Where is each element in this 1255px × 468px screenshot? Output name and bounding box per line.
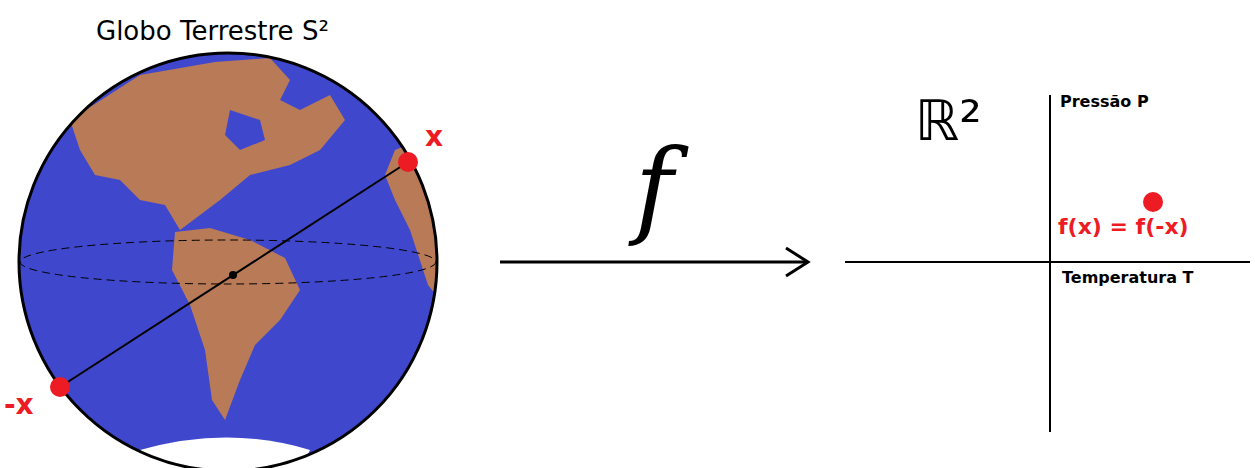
arrow-line [500,261,808,264]
globe-region: Globo Terrestre S² [18,8,500,464]
diagram-title: Globo Terrestre S² [96,16,329,46]
function-label: f [635,136,674,240]
space-label: ℝ² [915,88,982,153]
mapping-arrow [500,248,808,276]
axis-label: Temperatura T [1062,268,1194,287]
plane-axes [845,95,1250,432]
image-point [1143,192,1163,212]
globe [19,30,440,468]
plane-region: ℝ² [810,88,1250,436]
axis-label: Pressão P [1060,92,1149,111]
point-label: x [425,120,443,153]
equation-label: f(x) = f(-x) [1058,214,1189,239]
arrow-head [786,248,808,276]
point-label: -x [4,388,34,421]
